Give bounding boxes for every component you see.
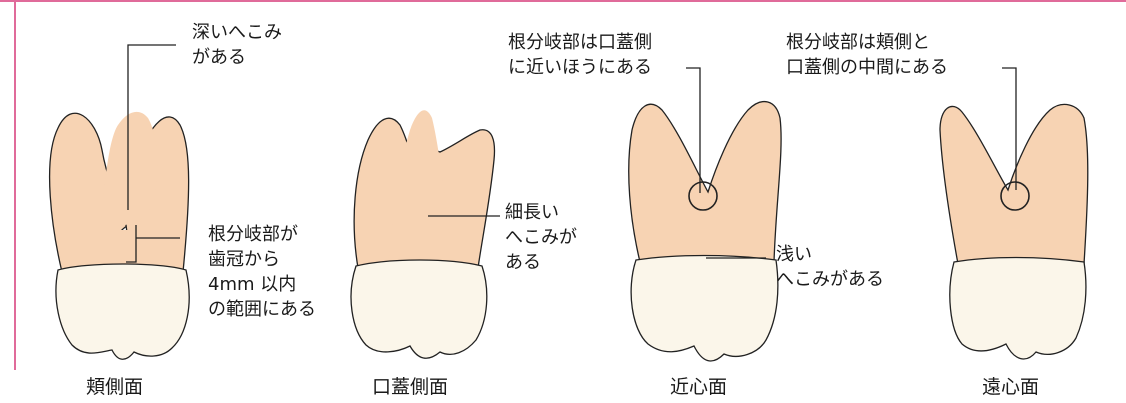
annotation-furcation-middle: 根分岐部は頬側と 口蓋側の中間にある <box>786 30 948 80</box>
annotation-line: 根分岐部は頬側と <box>786 30 948 55</box>
caption-mesial: 近心面 <box>670 372 727 399</box>
annotation-line: の範囲にある <box>208 297 316 322</box>
caption-distal: 遠心面 <box>982 372 1039 399</box>
annotation-furcation-palatal: 根分岐部は口蓋側 に近いほうにある <box>508 30 652 80</box>
annotation-line: ある <box>505 250 577 275</box>
annotation-line: へこみがある <box>776 267 884 292</box>
buccal-roots <box>50 112 189 272</box>
annotation-furcation-4mm: 根分岐部が 歯冠から 4mm 以内 の範囲にある <box>208 222 316 322</box>
annotation-line: に近いほうにある <box>508 55 652 80</box>
buccal-crown <box>56 264 189 359</box>
annotation-line: 根分岐部は口蓋側 <box>508 30 652 55</box>
annotation-slender-depression: 細長い へこみが ある <box>505 200 577 275</box>
annotation-line: 口蓋側の中間にある <box>786 55 948 80</box>
caption-buccal: 頬側面 <box>86 372 143 399</box>
annotation-line: 細長い <box>505 200 577 225</box>
annotation-line: 歯冠から <box>208 247 316 272</box>
annotation-line: がある <box>192 45 282 70</box>
buccal-view-tooth <box>50 112 190 359</box>
palatal-view-tooth <box>351 110 494 358</box>
annotation-line: へこみが <box>505 225 577 250</box>
mesial-view-tooth <box>629 102 781 361</box>
annotation-line: 4mm 以内 <box>208 272 316 297</box>
distal-view-tooth <box>940 104 1088 359</box>
annotation-line: 深いへこみ <box>192 20 282 45</box>
annotation-line: 根分岐部が <box>208 222 316 247</box>
annotation-deep-depression: 深いへこみ がある <box>192 20 282 70</box>
caption-palatal: 口蓋側面 <box>372 372 448 399</box>
annotation-shallow-depression: 浅い へこみがある <box>776 242 884 292</box>
annotation-line: 浅い <box>776 242 884 267</box>
